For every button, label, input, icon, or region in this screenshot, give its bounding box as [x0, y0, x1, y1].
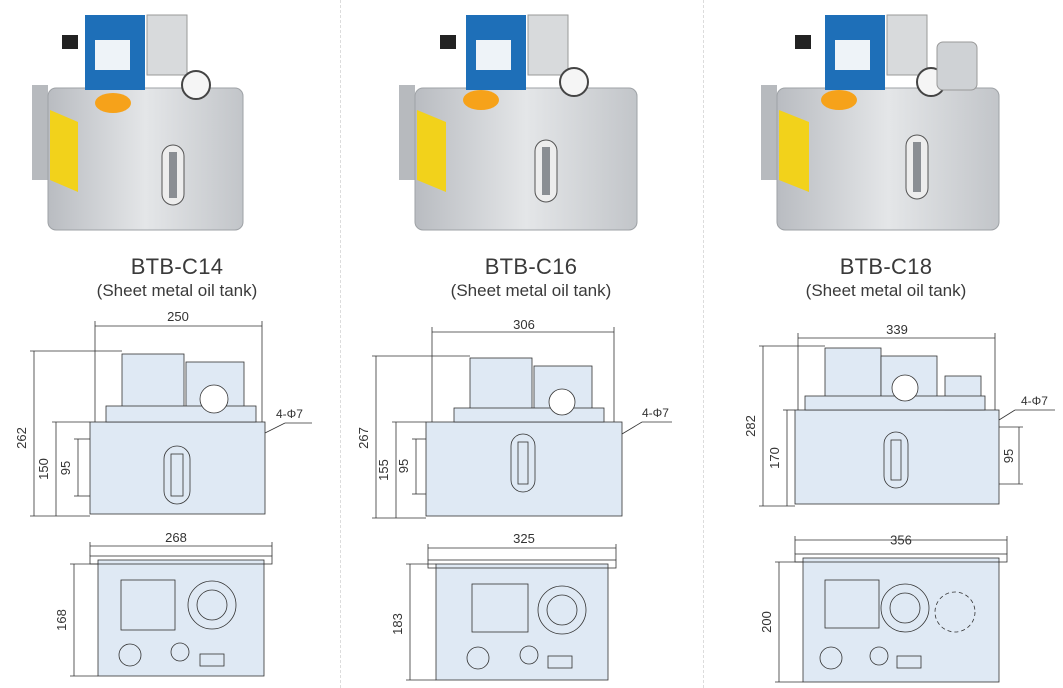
product-panel-btb-c14: BTB-C14 (Sheet metal oil tank)	[0, 0, 354, 688]
product-photo	[32, 14, 244, 231]
top-view-drawing: 356 200	[759, 533, 1008, 683]
hole-callout: 4-Φ7	[642, 406, 669, 420]
dim-top-depth: 183	[390, 613, 405, 635]
hole-callout: 4-Φ7	[1021, 394, 1048, 408]
dim-top-width: 356	[890, 533, 912, 548]
dim-top-width: 268	[165, 530, 187, 545]
dim-top-depth: 200	[759, 611, 774, 633]
front-view-drawing: 339 282 170 95 4-Φ7	[743, 322, 1055, 507]
product-panel-btb-c18: BTB-C18 (Sheet metal oil tank) 33	[709, 0, 1063, 688]
dim-width: 306	[513, 317, 535, 332]
dim-mount-spacing: 95	[1001, 449, 1016, 463]
front-view-drawing: 250 262 150 95 4-Φ7	[14, 309, 312, 517]
dim-total-height: 262	[14, 427, 29, 449]
product-subtitle: (Sheet metal oil tank)	[96, 281, 258, 300]
front-view-drawing: 306 267 155 95 4-Φ7	[356, 317, 672, 519]
product-photo	[399, 14, 638, 231]
dim-total-height: 282	[743, 415, 758, 437]
dim-top-width: 325	[513, 531, 535, 546]
dim-tank-height: 155	[376, 459, 391, 481]
dim-tank-height: 170	[767, 447, 782, 469]
product-model-title: BTB-C16	[484, 254, 578, 279]
column-divider	[703, 0, 704, 688]
dim-mount-spacing: 95	[58, 461, 73, 475]
dim-width: 250	[167, 309, 189, 324]
product-subtitle: (Sheet metal oil tank)	[450, 281, 612, 300]
product-photo	[761, 14, 1000, 231]
dim-width: 339	[886, 322, 908, 337]
dim-mount-spacing: 95	[396, 459, 411, 473]
product-panel-btb-c16: BTB-C16 (Sheet metal oil tank) 306 2	[354, 0, 708, 688]
column-divider	[340, 0, 341, 688]
product-model-title: BTB-C14	[130, 254, 224, 279]
product-subtitle: (Sheet metal oil tank)	[805, 281, 967, 300]
top-view-drawing: 325 183	[390, 531, 617, 681]
product-model-title: BTB-C18	[839, 254, 933, 279]
dim-top-depth: 168	[54, 609, 69, 631]
dim-total-height: 267	[356, 427, 371, 449]
hole-callout: 4-Φ7	[276, 407, 303, 421]
dim-tank-height: 150	[36, 458, 51, 480]
top-view-drawing: 268 168	[54, 530, 273, 677]
